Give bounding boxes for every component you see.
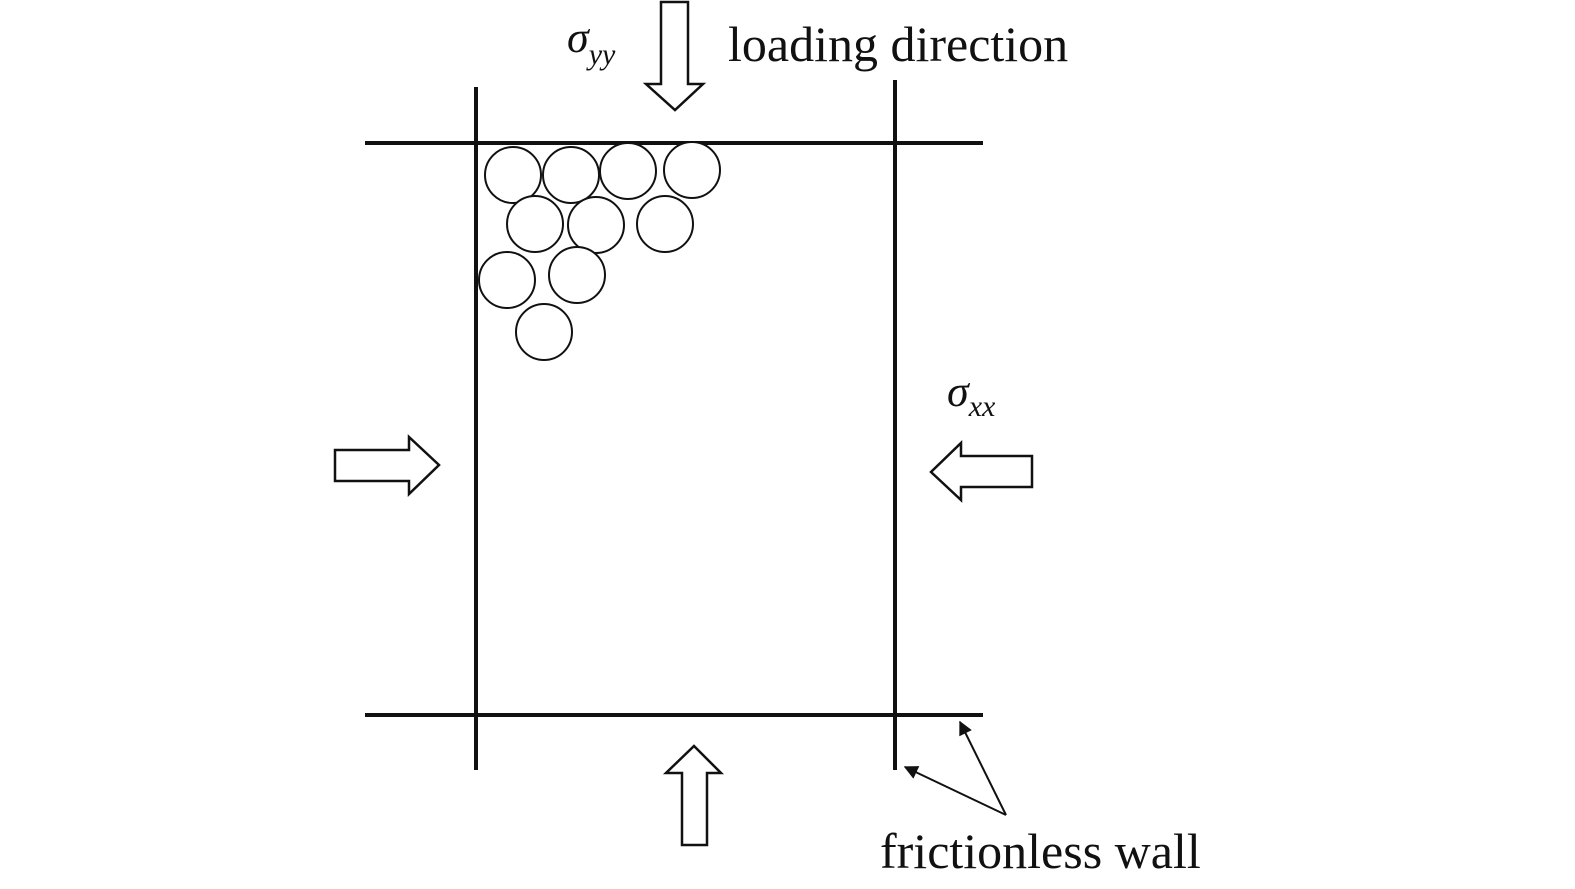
particle [515,303,573,361]
right-load-arrow-icon [929,440,1034,503]
particle [478,251,536,309]
top-load-arrow-icon [642,0,707,112]
sigma-xx-subscript: xx [968,390,996,423]
particle [542,146,600,204]
particle [599,142,657,200]
particles [478,141,721,361]
sigma-yy-subscript: yy [586,38,616,71]
frictionless-wall-label: frictionless wall [880,823,1201,879]
pointer-to-bottom-wall [959,720,1007,816]
loading-direction-label: loading direction [728,16,1068,72]
left-load-arrow-icon [333,434,441,497]
particle [484,146,542,204]
sigma-yy-label: σyy [567,13,616,71]
load-arrows [333,0,1034,847]
bottom-load-arrow-icon [662,744,725,847]
walls [365,80,983,770]
particle [506,195,564,253]
sigma-xx-label: σxx [947,367,996,423]
sigma-xx-symbol: σ [947,367,971,416]
pointer-to-right-wall [903,766,1007,816]
particle [663,141,721,199]
particle [636,195,694,253]
sigma-yy-symbol: σ [567,13,591,62]
particle [548,246,606,304]
particle [567,196,625,254]
wall-pointers [903,720,1007,816]
